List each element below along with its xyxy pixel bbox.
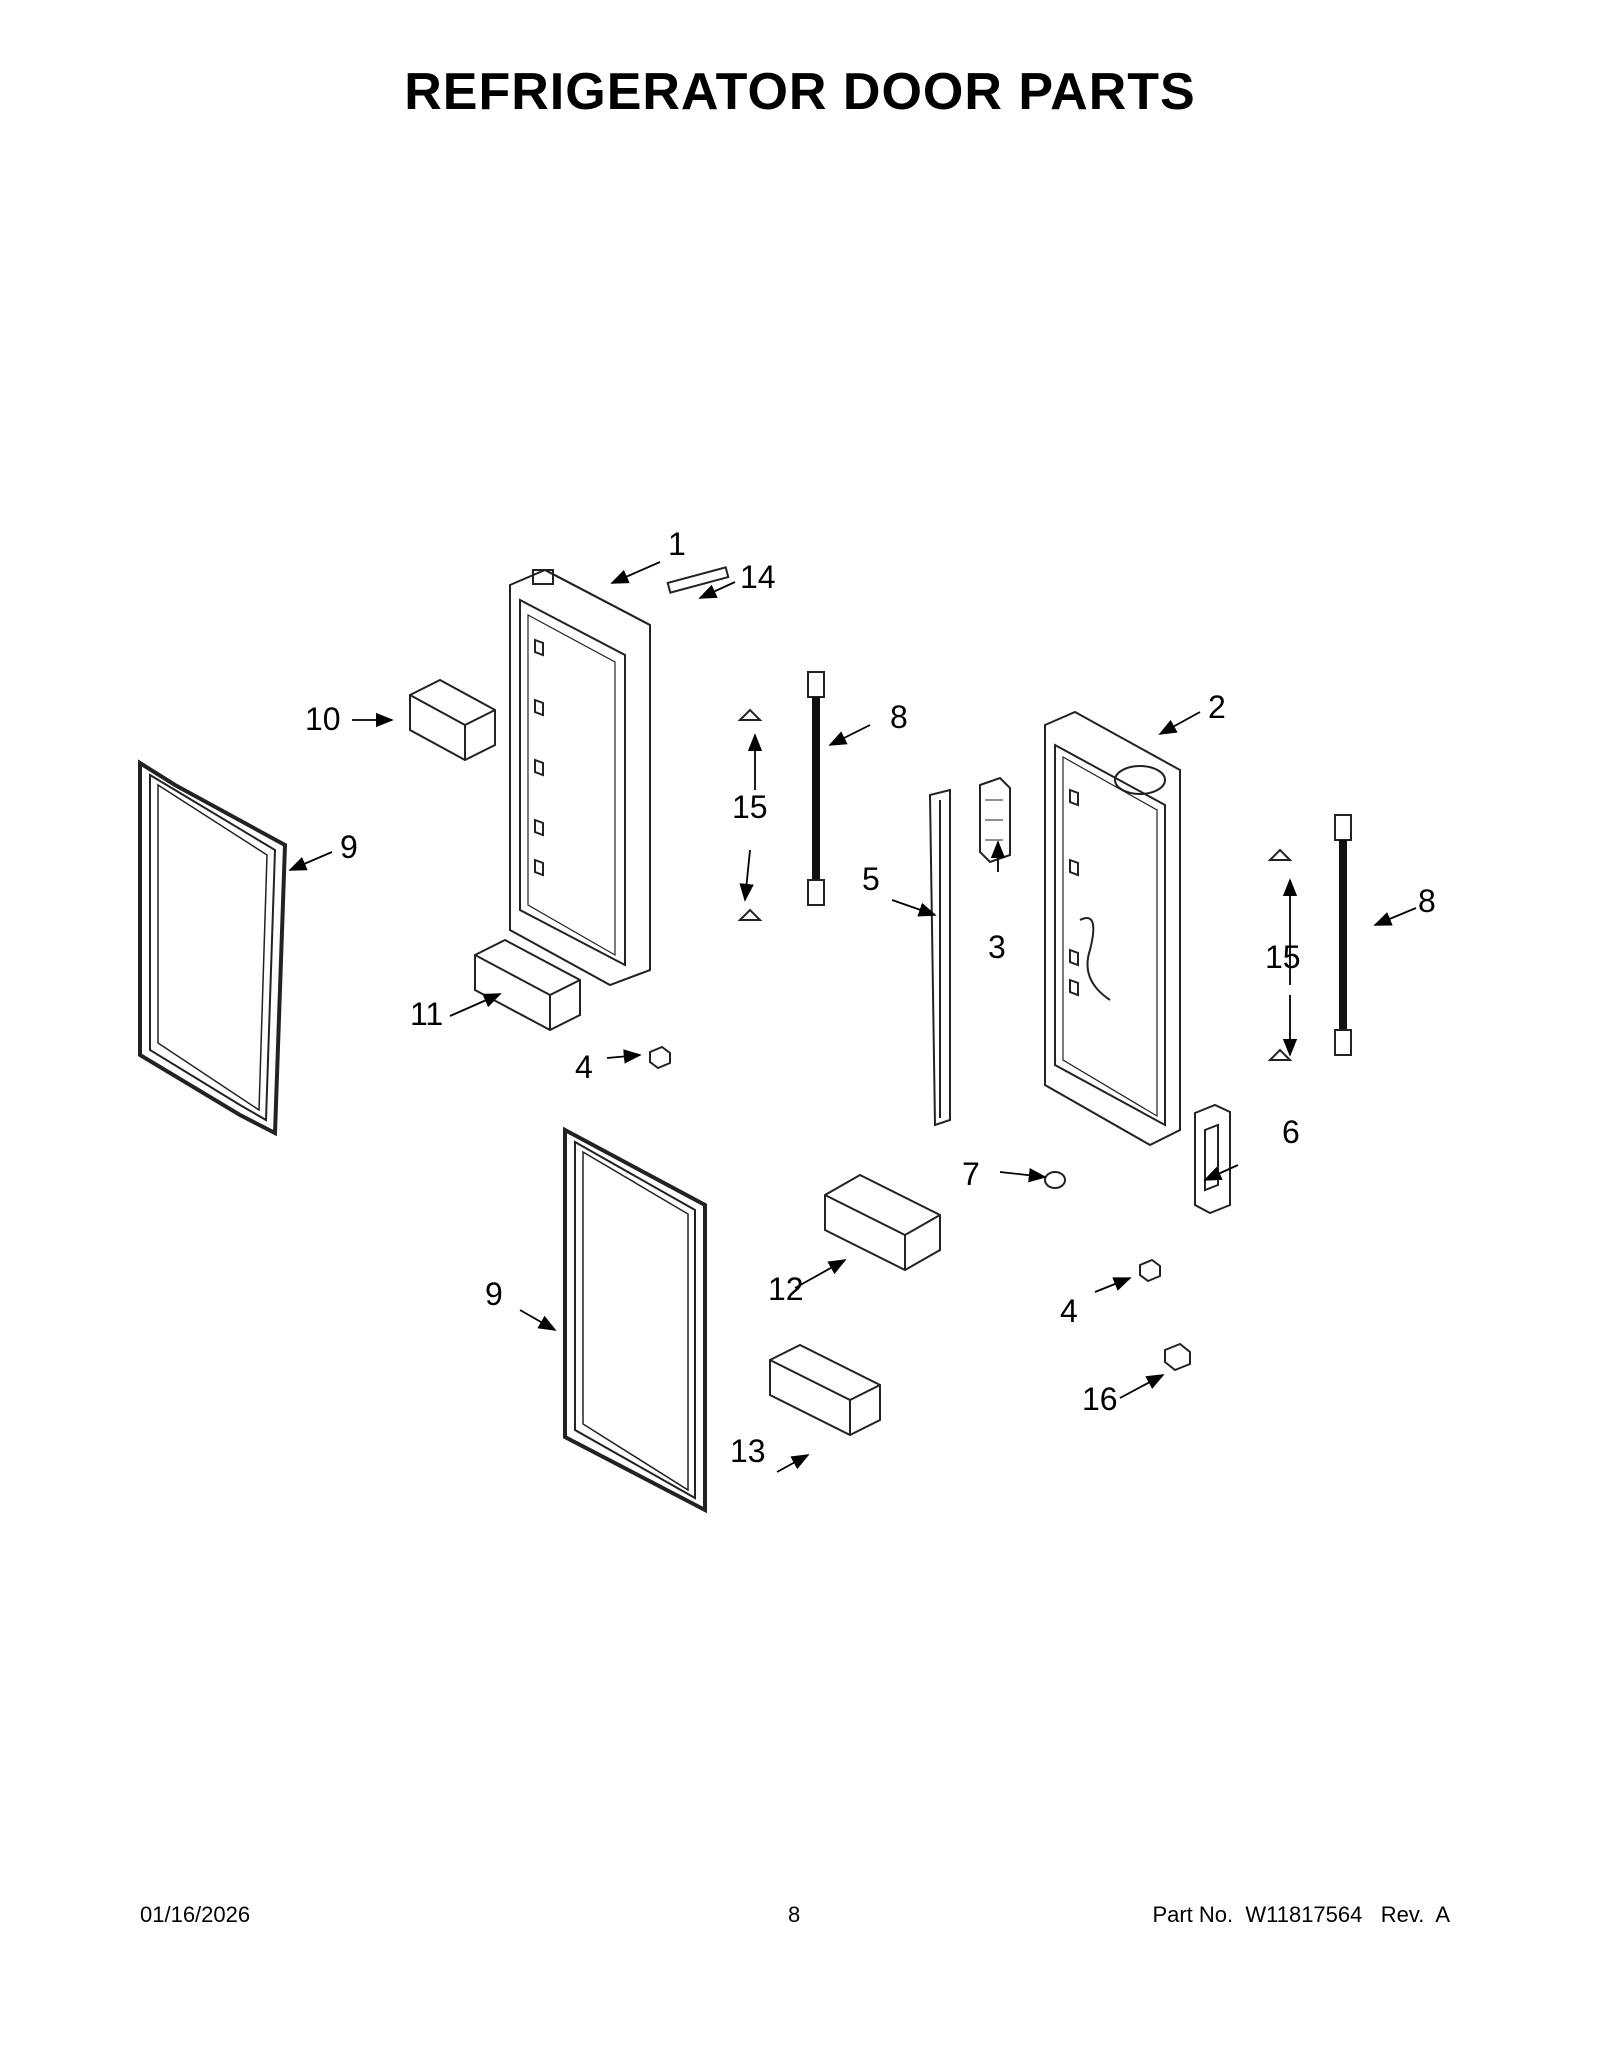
footer-page-number: 8 <box>788 1902 801 1927</box>
door-bin-11 <box>474 938 581 1032</box>
callout-5: 5 <box>862 861 880 897</box>
footer-date: 01/16/2026 <box>140 1902 251 1927</box>
door-handle-right <box>1334 814 1352 1056</box>
door-mullion <box>928 788 951 1127</box>
mounting-stud-upper-right <box>1267 848 1293 861</box>
callout-4a: 4 <box>575 1049 593 1085</box>
leader-arrows <box>288 561 1417 1473</box>
footer-part-number: Part No. W11817564 Rev. A <box>1152 1902 1450 1927</box>
door-bin-10 <box>409 678 496 762</box>
left-door-assembly <box>509 568 651 987</box>
callout-15a: 15 <box>732 789 768 825</box>
cap <box>1044 1171 1066 1189</box>
callout-8b: 8 <box>1418 883 1436 919</box>
door-stop-right <box>1139 1258 1161 1283</box>
callout-labels: 1 2 3 4 4 5 6 7 8 8 9 9 10 11 12 13 14 1… <box>305 526 1436 1469</box>
callout-16: 16 <box>1082 1381 1118 1417</box>
callout-4b: 4 <box>1060 1293 1078 1329</box>
mounting-stud-lower-left <box>737 908 763 921</box>
callout-10: 10 <box>305 701 341 737</box>
callout-7: 7 <box>962 1156 980 1192</box>
handle-trim <box>1194 1103 1231 1215</box>
callout-6: 6 <box>1282 1114 1300 1150</box>
callout-1: 1 <box>668 526 686 562</box>
callout-3: 3 <box>988 929 1006 965</box>
callout-8a: 8 <box>890 699 908 735</box>
callout-12: 12 <box>768 1271 804 1307</box>
control-module <box>979 776 1011 864</box>
page-title: REFRIGERATOR DOOR PARTS <box>404 63 1196 121</box>
callout-9a: 9 <box>340 829 358 865</box>
callout-14: 14 <box>740 559 776 595</box>
callout-9b: 9 <box>485 1276 503 1312</box>
door-gasket-lower <box>563 1126 707 1514</box>
callout-2: 2 <box>1208 689 1226 725</box>
callout-15b: 15 <box>1265 939 1301 975</box>
door-bin-13 <box>769 1343 881 1437</box>
door-bin-12 <box>824 1173 941 1272</box>
right-door-assembly <box>1044 710 1181 1147</box>
mounting-stud-lower-right <box>1267 1048 1293 1061</box>
door-gasket-left <box>138 759 288 1137</box>
callout-13: 13 <box>730 1433 766 1469</box>
mounting-stud-upper-left <box>737 708 763 721</box>
hinge-pin <box>1164 1342 1191 1372</box>
door-stop-left <box>649 1045 671 1070</box>
door-handle-left <box>807 671 825 906</box>
callout-11: 11 <box>410 996 443 1032</box>
